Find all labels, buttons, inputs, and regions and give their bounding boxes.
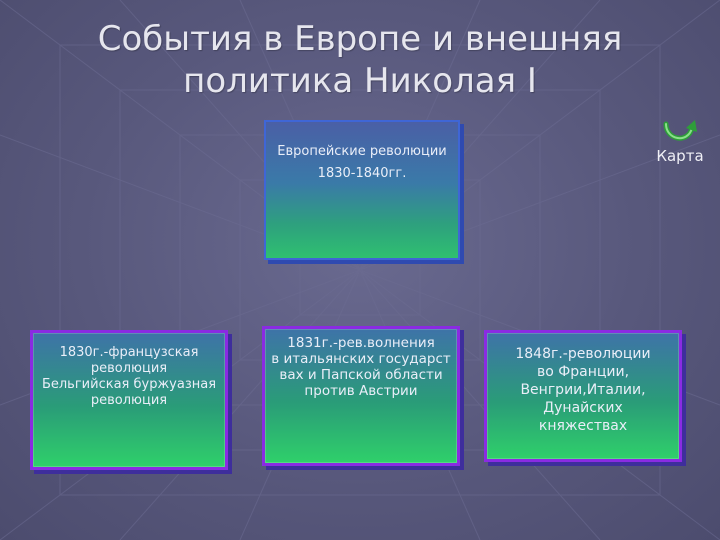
- slide-title: События в Европе и внешняя политика Нико…: [0, 18, 720, 102]
- child-box-1848: 1848г.-революции во Франции, Венгрии,Ита…: [484, 330, 682, 462]
- child-box-line: в итальянских государст: [271, 351, 451, 367]
- child-box-1830: 1830г.-французская революция Бельгийская…: [30, 330, 228, 470]
- child-box-line: княжествах: [538, 418, 628, 434]
- child-box-1831: 1831г.-рев.волнения в итальянских госуда…: [262, 326, 460, 466]
- child-box-line: Дунайских: [543, 400, 623, 416]
- child-box-line: Венгрии,Италии,: [520, 382, 646, 398]
- child-box-line: 1831г.-рев.волнения: [287, 335, 435, 351]
- title-line-1: События в Европе и внешняя: [97, 19, 623, 59]
- child-box-line: революция: [90, 361, 168, 376]
- root-box-line: Европейские революции: [277, 144, 447, 159]
- map-link-label: Карта: [656, 147, 704, 165]
- child-box-line: Бельгийская буржуазная: [41, 377, 217, 392]
- child-box-line: 1830г.-французская: [59, 345, 199, 360]
- map-link-button[interactable]: Карта: [648, 118, 712, 170]
- child-box-line: против Австрии: [304, 383, 418, 399]
- title-line-2: политика Николая I: [183, 61, 537, 101]
- curved-arrow-icon: [663, 120, 697, 141]
- child-box-line: вах и Папской области: [279, 367, 443, 383]
- child-box-line: революция: [90, 393, 168, 408]
- child-box-line: 1848г.-революции: [515, 346, 651, 362]
- root-box-line: 1830-1840гг.: [317, 166, 407, 181]
- root-box-european-revolutions: Европейские революции 1830-1840гг.: [264, 120, 460, 260]
- child-box-line: во Франции,: [536, 364, 630, 380]
